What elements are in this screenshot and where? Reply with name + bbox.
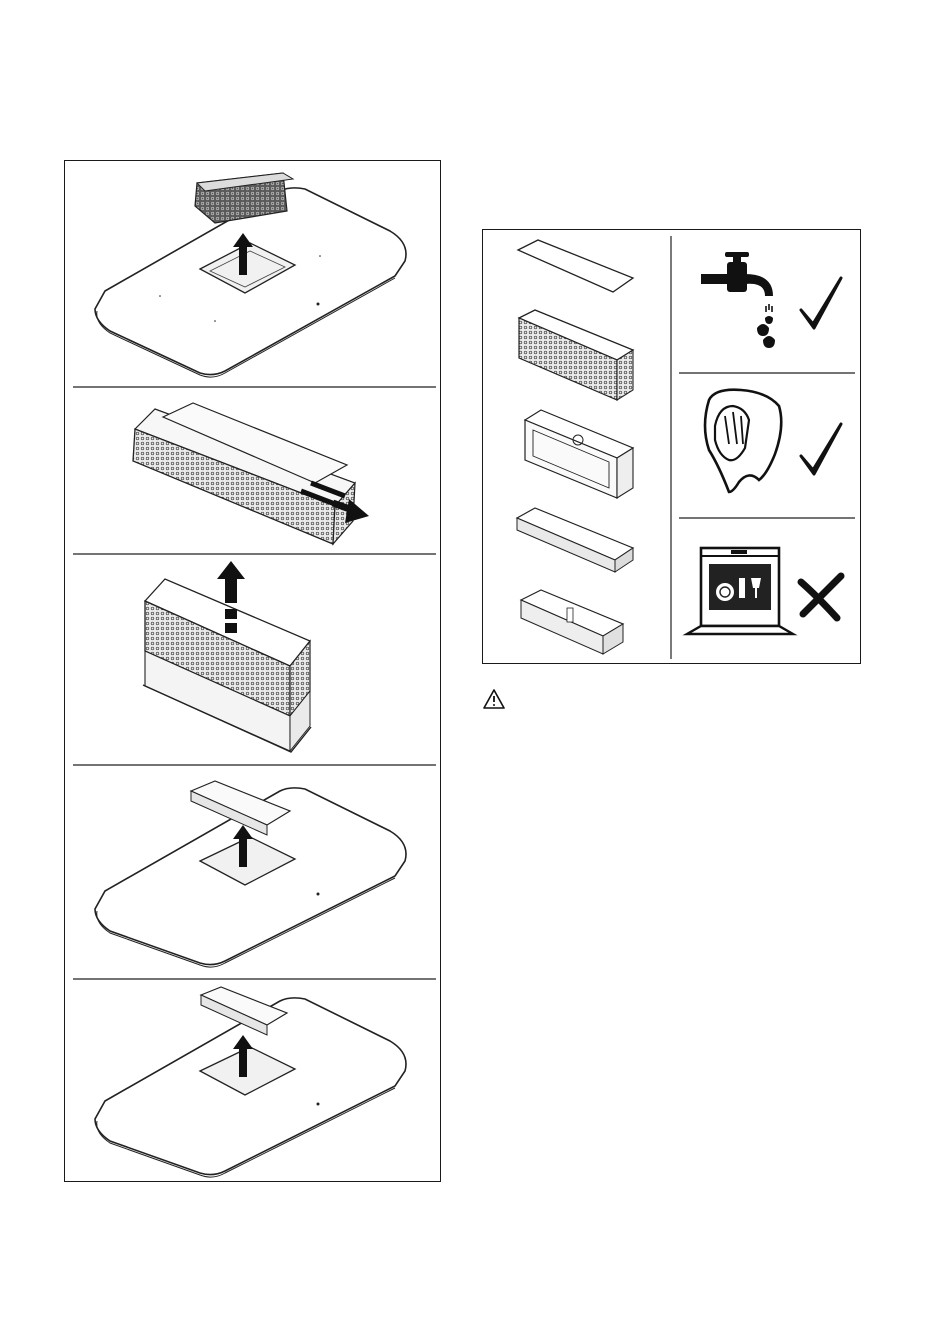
disassembly-steps-panel [64,160,441,1182]
check-icon [801,424,841,474]
cleaning-instructions-panel [482,229,861,664]
dishwasher-icon [687,548,793,634]
step-3-illustration [143,561,311,752]
cloth-hand-icon [705,390,781,492]
up-arrow-icon [239,1047,247,1077]
faucet-icon [701,252,775,348]
up-arrow-icon [239,837,247,867]
disassembly-illustration [65,161,442,1183]
part-cup [521,590,623,654]
part-mesh-housing [519,310,633,400]
part-frame [525,410,633,498]
up-arrow-icon [225,577,237,603]
step-2-illustration [133,403,369,544]
step-5-illustration [95,987,406,1177]
part-lid [518,240,633,292]
part-tray [517,508,633,572]
check-icon [801,278,841,328]
cross-icon [801,576,841,618]
cleaning-illustration [483,230,862,665]
warning-triangle-icon [483,689,505,709]
step-1-illustration [95,173,406,377]
step-4-illustration [95,781,406,967]
up-arrow-icon [239,245,247,275]
